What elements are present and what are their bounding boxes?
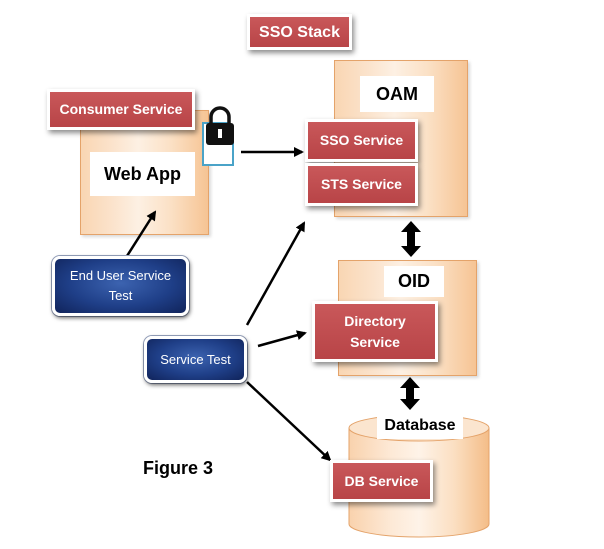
end-user-service-test-line2: Test [108,288,133,303]
oid-label: OID [384,266,444,297]
database-label: Database [377,413,463,439]
arrow-enduser-to-webapp [125,210,157,257]
oam-label: OAM [360,76,434,112]
lock-icon [206,106,234,145]
end-user-service-test-line1: End User Service [69,268,172,283]
arrow-servicetest-to-sso [245,221,306,326]
double-arrow-oam-oid [401,221,421,257]
double-arrow-oid-database [400,377,420,410]
db-service-box: DB Service [330,460,433,502]
service-test-box: Service Test [144,336,247,383]
sso-service-box: SSO Service [305,119,418,162]
directory-service-line1: Directory [344,312,406,329]
consumer-service-box: Consumer Service [47,89,195,130]
figure-label: Figure 3 [143,458,214,478]
sso-stack-title: SSO Stack [247,14,352,50]
directory-service-line2: Service [350,333,400,350]
sts-service-box: STS Service [305,163,418,206]
directory-service-box: Directory Service [312,301,438,362]
arrow-servicetest-to-directory [257,330,307,348]
end-user-service-test-box: End User Service Test [52,256,189,316]
arrow-servicetest-to-db [246,381,332,462]
web-app-label: Web App [90,152,195,196]
